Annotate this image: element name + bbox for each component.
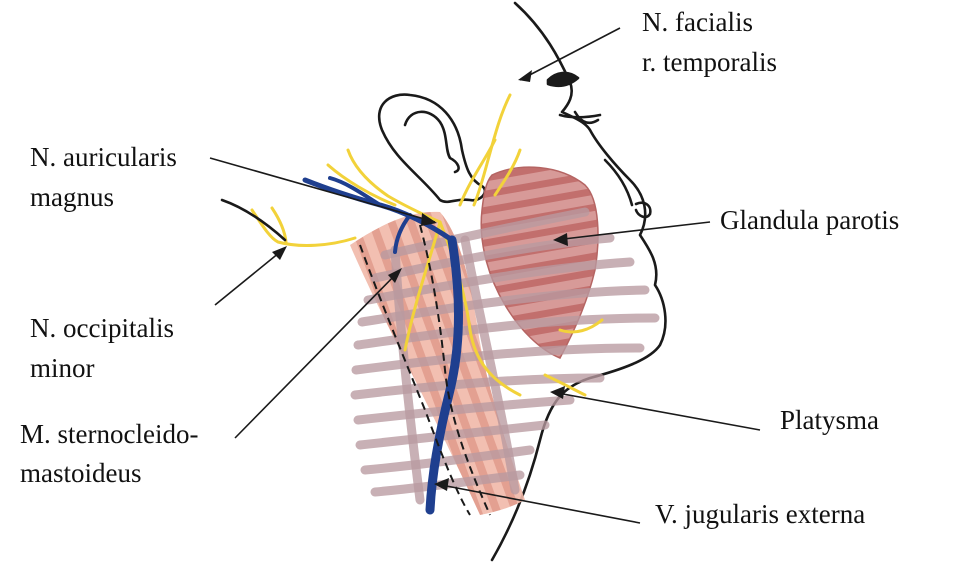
lip-detail (558, 110, 602, 125)
label-auricularis-line1: N. auricularis (30, 142, 177, 172)
label-scm-line1: M. sternocleido- (20, 419, 199, 449)
leader-scm (234, 269, 401, 439)
label-platysma: Platysma (780, 405, 879, 435)
arrow-platysma (550, 386, 565, 399)
ear-outline (377, 93, 487, 204)
leader-platysma (551, 391, 761, 431)
nose-detail (546, 71, 580, 88)
leader-occipitalis (214, 247, 286, 306)
label-auricularis-line2: magnus (30, 182, 114, 212)
arrow-jugularis (434, 478, 449, 491)
scm-border-dashed-1 (359, 244, 471, 516)
label-occipitalis-line2: minor (30, 353, 95, 383)
label-jugularis: V. jugularis externa (655, 499, 866, 529)
leader-facialis (519, 27, 621, 81)
leader-parotis (554, 221, 711, 241)
scm-border-dashed-2 (419, 224, 491, 516)
leader-auricularis (209, 157, 436, 223)
arrow-auricularis (421, 213, 437, 226)
arrow-facialis (518, 70, 532, 82)
label-facialis-line2: r. temporalis (642, 47, 777, 77)
arrow-occipitalis (272, 246, 287, 260)
label-facialis-line1: N. facialis (642, 7, 753, 37)
arrow-parotis (553, 233, 568, 246)
external-jugular-vein (302, 176, 463, 515)
jaw-line (603, 158, 634, 207)
label-occipitalis-line1: N. occipitalis (30, 313, 174, 343)
ear-inner (403, 110, 460, 174)
label-parotis: Glandula parotis (720, 205, 900, 235)
nape-line (220, 198, 287, 242)
arrow-scm (388, 268, 402, 283)
label-scm-line2: mastoideus (20, 458, 142, 488)
chin-detail (634, 201, 652, 219)
leader-jugularis (435, 483, 641, 524)
platysma-fibers (350, 207, 660, 505)
